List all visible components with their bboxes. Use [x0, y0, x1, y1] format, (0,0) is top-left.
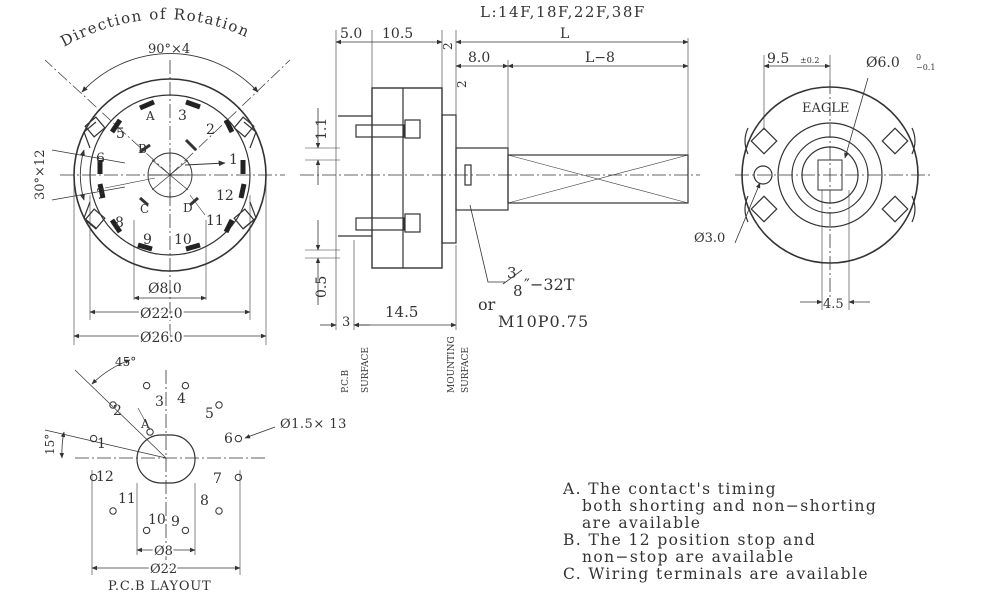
- pcb-d8-bg: Ø8: [154, 544, 173, 559]
- angle-30-label: 30°×12: [33, 150, 48, 200]
- terminal-2: 2: [206, 122, 215, 138]
- dim-d6-tol-top: 0: [916, 53, 921, 62]
- pcb-pin-8: 8: [200, 493, 209, 509]
- note-line: A. The contact's timing: [563, 480, 777, 498]
- pcb-contact-hole: [146, 428, 154, 436]
- pcb-pin-hole: [234, 434, 243, 443]
- pcb-pin-7: 7: [213, 471, 222, 487]
- mounting-surface-line1: MOUNTING: [447, 336, 457, 393]
- length-options: L:14F,18F,22F,38F: [480, 3, 646, 21]
- pcb-pin-hole: [109, 401, 117, 409]
- pcb-pin-hole: [215, 507, 223, 515]
- front-view: [44, 53, 291, 345]
- front-d26: Ø26.0: [140, 330, 183, 346]
- thread-or: or: [478, 295, 496, 314]
- thread-denominator: 8: [513, 282, 523, 300]
- terminal-5: 5: [116, 126, 125, 142]
- side-view: [300, 30, 700, 330]
- pcb-pin-hole: [234, 473, 243, 482]
- pcb-pin-12: 12: [96, 469, 114, 485]
- pcb-d22: Ø22: [150, 562, 177, 577]
- pcb-layout-view: [44, 359, 276, 575]
- note-line: C. Wiring terminals are available: [563, 565, 869, 583]
- pcb-pin-10: 10: [148, 512, 166, 528]
- front-d26-bg: Ø26.0: [140, 330, 183, 346]
- dim-5: 5.0: [340, 26, 362, 42]
- dim-d3: Ø3.0: [694, 231, 725, 246]
- pcb-pin-11: 11: [118, 491, 136, 507]
- front-d22-bg: Ø22.0: [140, 306, 183, 322]
- pcb-pin-9: 9: [171, 514, 180, 530]
- pcb-pin-4: 4: [177, 391, 186, 407]
- pcb-pin-1: 1: [97, 436, 106, 452]
- thread-numerator: 3: [507, 264, 517, 282]
- pcb-pin-hole: [181, 381, 190, 390]
- pcb-pin-hole: [89, 434, 98, 443]
- dim-d6-tol-bottom: −0.1: [916, 63, 935, 72]
- dim-d6: Ø6.0: [866, 55, 900, 71]
- terminal-11: 11: [206, 213, 224, 229]
- pcb-d22-bg: Ø22: [150, 562, 177, 577]
- note-line: both shorting and non−shorting: [563, 497, 878, 515]
- mounting-surface-line2: SURFACE: [461, 347, 471, 393]
- terminal-7: 7: [96, 187, 105, 203]
- pcb-angle-15: 15°: [43, 434, 57, 455]
- dim-2-a: 2: [441, 42, 455, 50]
- contact-A: A: [145, 109, 155, 123]
- dim-8: 8.0: [468, 50, 490, 66]
- pcb-pin-hole: [142, 526, 151, 535]
- dim-L-8: L−8: [585, 50, 615, 66]
- pcb-pin-6: 6: [224, 431, 233, 447]
- dim-4-5: 4.5: [823, 297, 844, 312]
- dim-2-b: 2: [455, 80, 469, 88]
- pcb-angle-45: 45°: [115, 355, 136, 369]
- terminal-8: 8: [115, 215, 124, 231]
- contact-B: B: [138, 142, 147, 156]
- pcb-pin-5: 5: [205, 406, 214, 422]
- contact-C: C: [140, 202, 149, 216]
- contact-D: D: [183, 201, 193, 215]
- brand-mark: EAGLE: [802, 101, 849, 116]
- terminal-3: 3: [178, 108, 187, 124]
- pcb-d8: Ø8: [154, 544, 173, 559]
- dim-0-5: 0.5: [314, 276, 330, 298]
- pcb-pin-3: 3: [155, 394, 164, 410]
- front-d8: Ø8.0: [148, 281, 182, 297]
- dim-10-5: 10.5: [382, 26, 413, 42]
- terminal-1: 1: [229, 152, 238, 168]
- pcb-surface-line2: SURFACE: [361, 347, 371, 393]
- dim-1-1: 1.1: [314, 118, 330, 140]
- pcb-pin-hole: [89, 473, 98, 482]
- dim-9-5: 9.5: [767, 51, 789, 67]
- front-d22: Ø22.0: [140, 306, 183, 322]
- pcb-hole-label: Ø1.5× 13: [280, 417, 347, 432]
- note-line: B. The 12 position stop and: [563, 531, 817, 549]
- feature-notes: A. The contact's timing both shorting an…: [563, 481, 877, 583]
- pcb-pin-hole: [215, 401, 223, 409]
- note-line: non−stop are available: [563, 548, 795, 566]
- terminal-9: 9: [143, 232, 152, 248]
- pcb-pin-hole: [142, 381, 151, 390]
- dim-L: L: [560, 26, 569, 42]
- dim-14-5: 14.5: [385, 303, 418, 321]
- pcb-pin-2: 2: [113, 403, 122, 419]
- pcb-pin-hole: [109, 507, 117, 515]
- angle-90-label: 90°×4: [148, 42, 190, 57]
- pcb-surface-line1: P.C.B: [341, 369, 351, 393]
- back-view: [734, 55, 930, 310]
- pcb-layout-title: P.C.B LAYOUT: [108, 579, 212, 594]
- thread-spec: ″−32T: [524, 275, 575, 294]
- thread-metric: M10P0.75: [498, 312, 589, 331]
- note-line: are available: [563, 514, 702, 532]
- dim-3: 3: [342, 315, 350, 330]
- pcb-contact-A: A: [140, 417, 150, 431]
- terminal-10: 10: [174, 232, 192, 248]
- pcb-pin-hole: [181, 526, 190, 535]
- dim-9-5-tol: ±0.2: [800, 56, 819, 65]
- terminal-6: 6: [96, 151, 105, 167]
- terminal-12: 12: [216, 188, 234, 204]
